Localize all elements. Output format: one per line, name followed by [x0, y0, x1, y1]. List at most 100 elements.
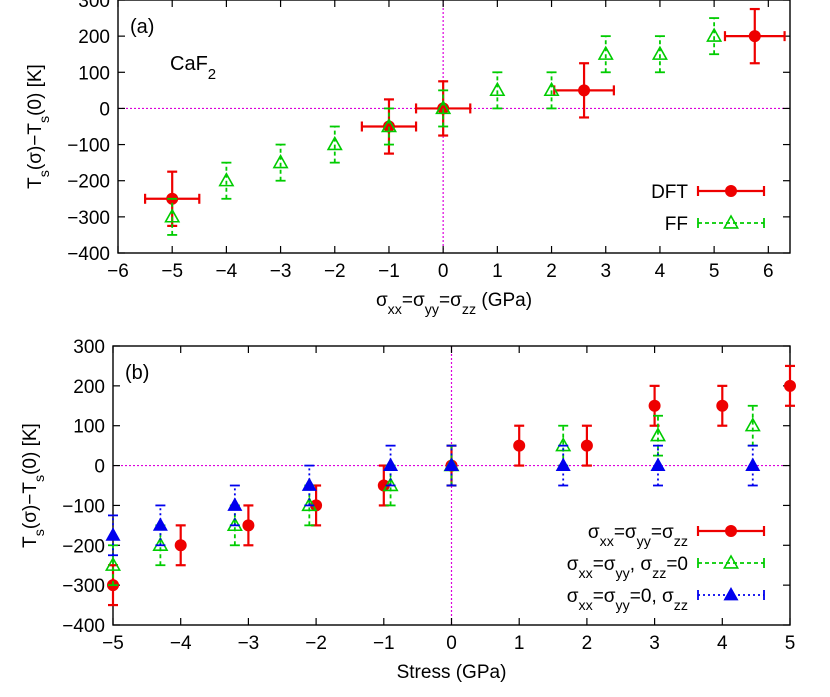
data-point [164, 197, 181, 236]
data-point [489, 71, 506, 110]
y-tick-label: 0 [99, 99, 110, 120]
data-point [104, 544, 122, 587]
y-tick-label: 100 [73, 417, 105, 438]
marker [227, 497, 243, 511]
marker [543, 81, 560, 97]
x-tick-label: −2 [324, 261, 346, 282]
marker [435, 99, 452, 115]
x-tick-label: 2 [546, 261, 557, 282]
marker [648, 399, 661, 412]
data-point [651, 35, 668, 74]
series-2 [164, 17, 723, 236]
marker [650, 457, 666, 471]
y-axis-label: Ts​(σ)−Ts​(0) [K] [25, 64, 53, 189]
data-point [105, 514, 121, 557]
marker [326, 135, 343, 151]
y-tick-label: 200 [73, 377, 105, 398]
marker [380, 117, 397, 133]
x-tick-label: 3 [600, 261, 611, 282]
marker [105, 527, 121, 541]
data-point [543, 71, 560, 110]
marker [489, 81, 506, 97]
y-axis-label: Ts​(σ)−Ts​(0) [K] [20, 423, 48, 548]
data-point [435, 89, 452, 128]
marker [301, 496, 318, 512]
data-point [723, 7, 786, 65]
x-tick-label: 3 [649, 633, 660, 654]
x-tick-label: −2 [305, 633, 327, 654]
data-point [272, 143, 289, 182]
x-tick-label: −1 [378, 261, 400, 282]
legend-label: DFT [651, 182, 688, 203]
x-tick-label: −5 [102, 633, 124, 654]
marker [716, 399, 729, 412]
x-tick-label: −4 [170, 633, 192, 654]
data-point [443, 444, 460, 487]
x-tick-label: −4 [216, 261, 238, 282]
panel-label: (b) [125, 362, 149, 384]
y-tick-label: −200 [62, 536, 105, 557]
series-3 [105, 444, 761, 557]
data-point [744, 404, 761, 447]
data-point [745, 444, 761, 487]
data-point [301, 464, 317, 507]
data-point [580, 424, 593, 467]
data-point [380, 107, 397, 146]
marker [226, 516, 243, 532]
marker [649, 427, 666, 442]
marker [744, 417, 761, 432]
legend-marker [723, 586, 739, 601]
data-point [784, 364, 796, 407]
x-tick-label: −3 [270, 261, 292, 282]
data-point [706, 17, 723, 56]
x-tick-label: −1 [373, 633, 395, 654]
data-point [242, 504, 255, 547]
marker [513, 439, 526, 452]
marker [218, 172, 235, 187]
x-tick-label: 5 [785, 633, 796, 654]
marker [555, 457, 571, 471]
legend-marker [725, 525, 737, 537]
legend: DFT FF [651, 182, 766, 235]
data-point [555, 444, 571, 487]
marker [784, 379, 796, 392]
y-tick-label: −300 [62, 576, 105, 597]
marker [272, 154, 289, 169]
data-point [227, 484, 243, 527]
x-tick-label: −6 [107, 261, 129, 282]
y-tick-label: 300 [73, 337, 105, 358]
series-1 [143, 7, 786, 227]
marker [578, 84, 591, 97]
series-2 [104, 404, 761, 587]
marker [597, 45, 614, 60]
y-tick-label: −100 [67, 136, 110, 157]
marker [152, 536, 169, 551]
marker [443, 457, 460, 471]
y-tick-label: 100 [78, 63, 110, 84]
y-tick-label: −400 [67, 244, 110, 265]
x-axis-label: σxx​=σyy​=σzz​ (GPa) [376, 290, 532, 318]
data-point [383, 444, 399, 487]
x-tick-label: 0 [446, 633, 457, 654]
legend-marker [722, 554, 740, 569]
marker [242, 519, 255, 532]
legend-label: σxx​=σyy​=0, σzz​ [567, 586, 688, 614]
x-tick-label: 0 [438, 261, 449, 282]
legend-label: FF [665, 214, 688, 235]
x-tick-label: 2 [582, 633, 593, 654]
data-point [716, 384, 729, 427]
data-point [650, 444, 666, 487]
x-tick-label: 1 [492, 261, 503, 282]
plot-frame [112, 345, 791, 626]
data-point [649, 414, 666, 457]
y-tick-label: 300 [78, 0, 110, 12]
marker [745, 457, 761, 471]
marker [301, 477, 317, 491]
y-tick-label: −400 [62, 616, 105, 637]
data-point [152, 504, 168, 547]
